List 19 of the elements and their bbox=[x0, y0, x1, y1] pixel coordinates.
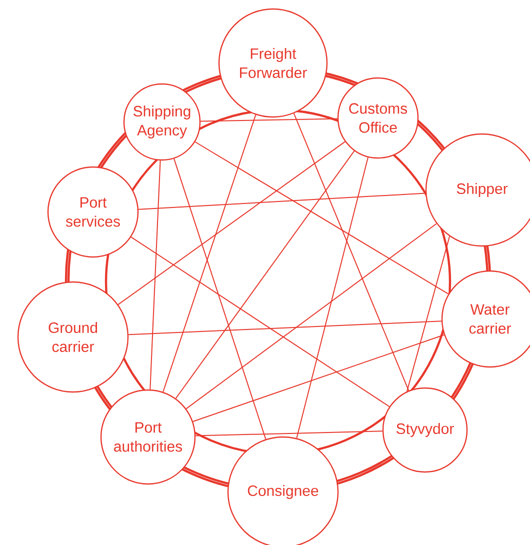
connector-line bbox=[128, 320, 442, 336]
connector-line bbox=[118, 141, 346, 306]
connector-line bbox=[130, 236, 390, 408]
connector-line bbox=[406, 236, 450, 392]
node-label: Consignee bbox=[248, 485, 318, 499]
connector-line bbox=[174, 158, 266, 440]
connector-line bbox=[195, 430, 383, 436]
connector-line bbox=[150, 160, 161, 390]
connector-line bbox=[194, 141, 449, 294]
connector-line bbox=[138, 192, 426, 210]
node-label: Shipper bbox=[456, 183, 508, 197]
node-label: Water carrier bbox=[469, 304, 511, 334]
connector-line bbox=[175, 150, 355, 399]
connector-line bbox=[192, 334, 445, 422]
connector-line bbox=[296, 156, 368, 439]
connector-line bbox=[162, 114, 256, 392]
connector-line bbox=[186, 223, 437, 410]
connector-line bbox=[200, 118, 338, 122]
connector-line bbox=[293, 112, 410, 392]
